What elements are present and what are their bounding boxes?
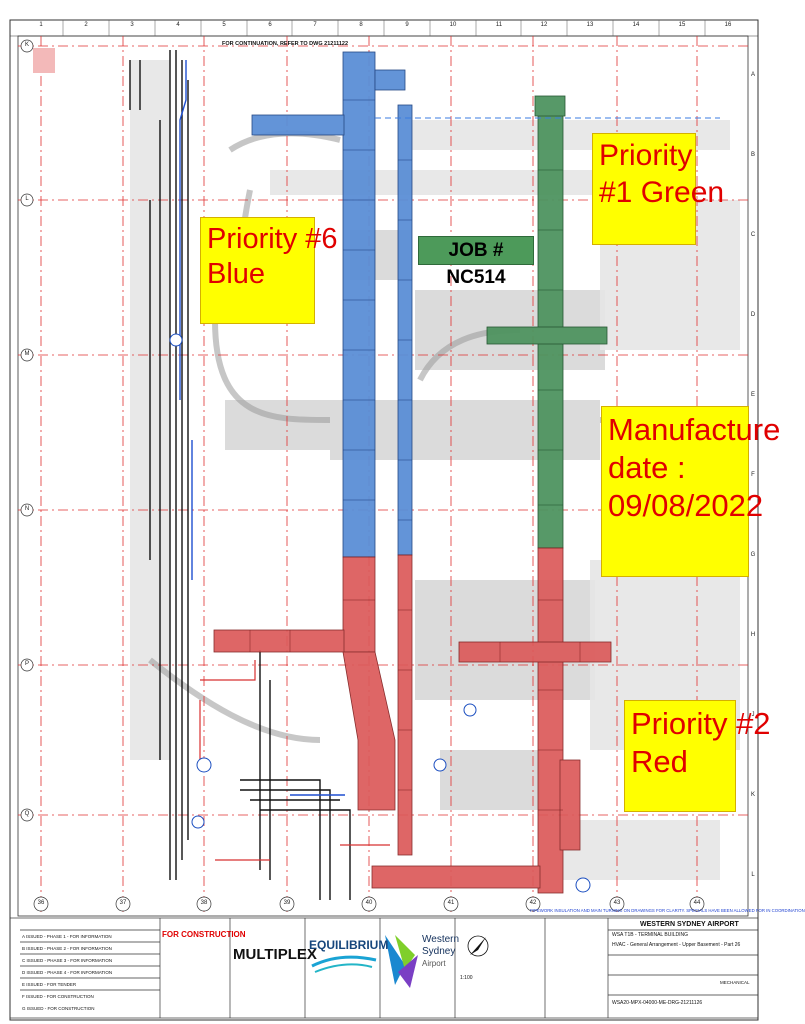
- for-construction-stamp: FOR CONSTRUCTION: [162, 930, 246, 939]
- column-number: 7: [313, 22, 317, 28]
- row-letter: K: [750, 792, 755, 798]
- bottom-coordination-note: PIPEWORK INSULATION AND MAIN TURNING ON …: [530, 908, 805, 913]
- row-letter: E: [750, 392, 755, 398]
- north-arrow-icon: [467, 935, 489, 957]
- gridline-label: 40: [365, 900, 373, 906]
- revision-table: A ISSUED - PHASE 1 - FOR INFORMATION B I…: [22, 931, 158, 1015]
- client-line: Airport: [422, 959, 446, 968]
- column-number: 12: [540, 22, 548, 28]
- gridline-label: 41: [447, 900, 455, 906]
- gridline-label: 36: [37, 900, 45, 906]
- row-letter: J: [751, 712, 755, 718]
- job-number-label: JOB # NC514: [418, 236, 534, 288]
- note-line: 09/08/2022: [608, 487, 764, 523]
- drawing-number: WSA20-MPX-04000-ME-DRG-21211126: [612, 1000, 703, 1006]
- contractor-logo-text: MULTIPLEX: [233, 946, 317, 963]
- revision-row: C ISSUED - PHASE 3 - FOR INFORMATION: [22, 958, 113, 963]
- column-number: 4: [176, 22, 180, 28]
- gridline-label: 37: [119, 900, 127, 906]
- equilibrium-logo-swoosh: [311, 955, 377, 973]
- gridline-label: Q: [24, 811, 30, 817]
- gridline-label: 42: [529, 900, 537, 906]
- column-number: 14: [632, 22, 640, 28]
- gridline-label: 38: [200, 900, 208, 906]
- column-number: 13: [586, 22, 594, 28]
- row-letter: C: [750, 232, 756, 238]
- revision-row: A ISSUED - PHASE 1 - FOR INFORMATION: [22, 934, 112, 939]
- note-line: Blue: [207, 258, 266, 291]
- priority-blue-note: Priority #6 Blue: [200, 217, 338, 324]
- row-letter: A: [750, 72, 755, 78]
- revision-row: E ISSUED - FOR TENDER: [22, 982, 77, 987]
- gridline-label: N: [24, 506, 30, 512]
- continuation-note: FOR CONTINUATION, REFER TO DWG 21211122: [222, 41, 349, 47]
- project-name: WESTERN SYDNEY AIRPORT: [640, 921, 739, 928]
- note-line: Red: [631, 743, 688, 779]
- row-letter: G: [750, 552, 756, 558]
- note-line: Priority #2: [631, 706, 771, 741]
- column-number: 15: [678, 22, 686, 28]
- gridline-label: M: [24, 351, 30, 357]
- drawing-title-line1: WSA T1B - TERMINAL BUILDING: [612, 932, 689, 938]
- column-number: 16: [724, 22, 732, 28]
- column-number: 11: [495, 22, 503, 28]
- priority-green-note: Priority #1 Green: [592, 133, 725, 245]
- row-letter: F: [751, 472, 755, 478]
- client-logo-text: Western Sydney Airport: [422, 934, 459, 970]
- note-line: date :: [608, 449, 686, 485]
- row-letter: L: [751, 872, 755, 878]
- note-line: #1 Green: [599, 175, 725, 209]
- column-number: 10: [449, 22, 457, 28]
- gridline-label: 43: [613, 900, 621, 906]
- manufacture-date-note: Manufacture date : 09/08/2022: [601, 406, 781, 577]
- column-number: 9: [405, 22, 409, 28]
- gridline-label: L: [25, 196, 29, 202]
- subcontractor-logo-text: EQUILIBRIUM: [309, 938, 389, 952]
- row-letter: D: [750, 312, 756, 318]
- gridline-label: 39: [283, 900, 291, 906]
- column-number: 8: [359, 22, 363, 28]
- column-number: 1: [39, 22, 43, 28]
- drawing-title-line2: HVAC - General Arrangement - Upper Basem…: [612, 942, 741, 948]
- gridline-label: 44: [693, 900, 701, 906]
- revision-row: F ISSUED - FOR CONSTRUCTION: [22, 994, 94, 999]
- western-sydney-airport-logo: [385, 935, 418, 988]
- discipline-label: MECHANICAL: [720, 980, 750, 985]
- gridline-label: P: [24, 661, 29, 667]
- client-line: Sydney: [422, 946, 456, 957]
- gridline-label: K: [24, 42, 29, 48]
- revision-row: G ISSUED - FOR CONSTRUCTION: [22, 1006, 95, 1011]
- column-number: 3: [130, 22, 134, 28]
- column-number: 6: [268, 22, 272, 28]
- priority-red-note: Priority #2 Red: [624, 700, 771, 812]
- column-number: 5: [222, 22, 226, 28]
- note-line: Priority #6: [207, 223, 338, 255]
- scale-label: 1:100: [460, 975, 473, 981]
- note-line: Manufacture: [608, 412, 781, 447]
- revision-row: B ISSUED - PHASE 2 - FOR INFORMATION: [22, 946, 112, 951]
- revision-row: D ISSUED - PHASE 4 - FOR INFORMATION: [22, 970, 113, 975]
- client-line: Western: [422, 934, 460, 945]
- note-line: Priority: [599, 139, 693, 172]
- column-number: 2: [84, 22, 88, 28]
- row-letter: H: [750, 632, 756, 638]
- row-letter: B: [750, 152, 755, 158]
